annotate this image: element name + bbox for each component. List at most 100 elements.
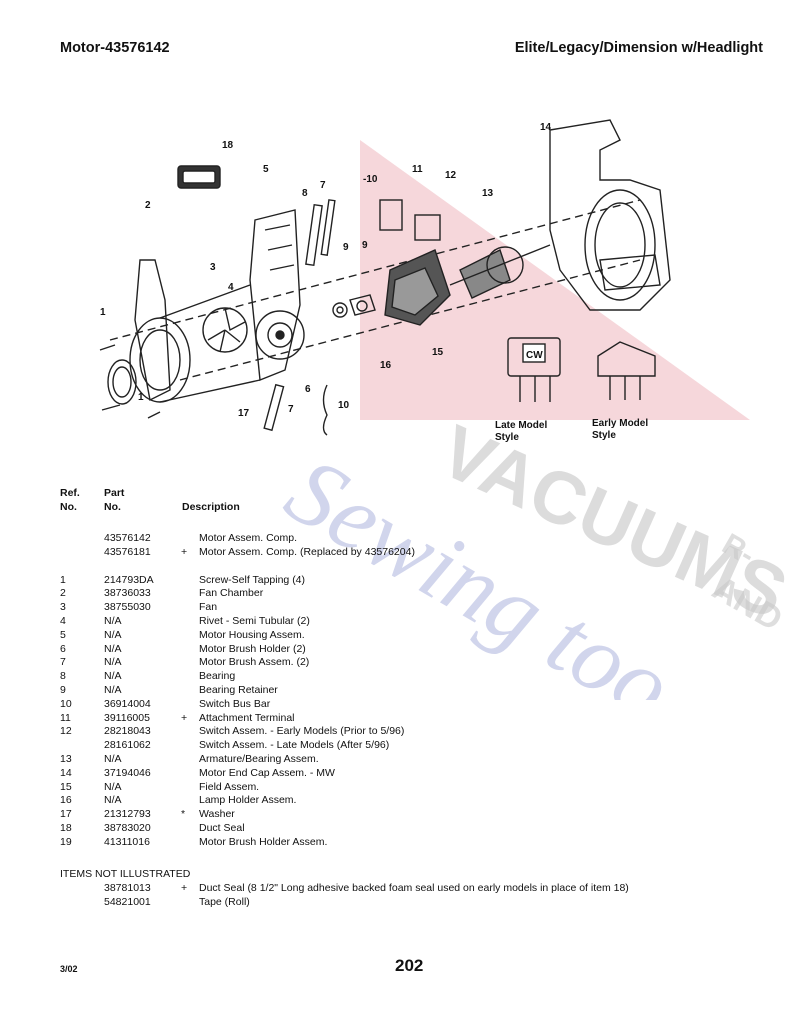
ref-cell: 6 — [60, 642, 66, 655]
col-ref-header: Ref. No. — [60, 486, 80, 514]
part-cell: N/A — [104, 752, 122, 765]
col-part-line2: No. — [104, 501, 121, 513]
mark-cell — [181, 670, 199, 684]
desc-cell: Lamp Holder Assem. — [199, 794, 297, 807]
callout-9b: 9 — [362, 240, 368, 251]
watermark-side1: R- — [717, 527, 761, 571]
callout-7b: 7 — [288, 404, 294, 415]
desc-cell: Motor Brush Holder (2) — [199, 642, 306, 655]
callout-13: 13 — [482, 188, 494, 199]
mark-cell — [181, 574, 199, 588]
ref-cell: 14 — [60, 766, 72, 779]
desc-cell: Tape (Roll) — [199, 895, 250, 908]
desc-cell: Armature/Bearing Assem. — [199, 752, 319, 765]
mark-cell — [181, 836, 199, 850]
part-cell: 37194046 — [104, 766, 151, 779]
switch-early-caption-1: Early Model — [592, 418, 648, 429]
table-row: 54821001 Tape (Roll) — [60, 896, 629, 910]
table-row: 43576142 Motor Assem. Comp. — [60, 532, 415, 546]
ref-cell: 17 — [60, 808, 72, 821]
desc-cell: Motor Assem. Comp. — [199, 532, 298, 544]
mark-cell — [181, 684, 199, 698]
desc-cell: Duct Seal (8 1/2" Long adhesive backed f… — [199, 882, 629, 894]
desc-cell: Washer — [199, 808, 235, 821]
mark-cell — [181, 601, 199, 615]
parts-table: 43576142 Motor Assem. Comp. 43576181 + M… — [60, 532, 415, 850]
callout-1a: 1 — [100, 307, 106, 318]
part-cell: 38755030 — [104, 601, 151, 614]
ref-cell: 12 — [60, 725, 72, 738]
switch-late-badge: CW — [526, 350, 543, 361]
callout-6: 6 — [305, 384, 311, 395]
part-cell: 28218043 — [104, 725, 151, 738]
desc-cell: Field Assem. — [199, 780, 260, 793]
page-header-models: Elite/Legacy/Dimension w/Headlight — [514, 40, 763, 56]
mark-cell — [181, 532, 199, 546]
switch-early-caption-2: Style — [592, 430, 616, 441]
mark-cell — [181, 767, 199, 781]
mark-cell — [181, 753, 199, 767]
part-cell: 38736033 — [104, 587, 151, 600]
part-cell: N/A — [104, 656, 122, 669]
ref-cell: 5 — [60, 628, 66, 641]
callout-16: 16 — [380, 360, 392, 371]
mark-cell — [181, 896, 199, 910]
desc-cell: Switch Assem. - Early Models (Prior to 5… — [199, 725, 405, 738]
callout-14: 14 — [540, 122, 552, 133]
ref-cell: 4 — [60, 614, 66, 627]
table-row: 18 38783020 Duct Seal — [60, 822, 415, 836]
table-row: 13 N/A Armature/Bearing Assem. — [60, 753, 415, 767]
callout-4: 4 — [228, 282, 234, 293]
ref-cell: 3 — [60, 601, 66, 614]
mark-cell: + — [181, 545, 188, 558]
ref-cell: 11 — [60, 711, 71, 724]
mark-cell — [181, 794, 199, 808]
ref-cell: 7 — [60, 656, 66, 669]
part-cell: 36914004 — [104, 697, 151, 710]
ref-cell: 2 — [60, 587, 66, 600]
part-cell: N/A — [104, 794, 122, 807]
ref-cell: 1 — [60, 573, 66, 586]
part-cell: 39116005 — [104, 711, 150, 724]
ref-cell: 10 — [60, 697, 72, 710]
ref-cell: 15 — [60, 780, 72, 793]
callout-9a: 9 — [343, 242, 349, 253]
exploded-motor-diagram: 18 5 8 7 -10 11 12 13 14 2 3 4 9 9 1 1 6… — [99, 119, 671, 443]
callout-15: 15 — [432, 347, 444, 358]
col-part-header: Part No. — [104, 486, 124, 514]
part-cell: 28161062 — [104, 739, 151, 752]
callout-8: 8 — [302, 188, 308, 199]
ref-cell: 19 — [60, 835, 72, 848]
callout-12: 12 — [445, 170, 457, 181]
part-cell: 214793DA — [104, 573, 154, 586]
watermark-side2: AND — [706, 569, 789, 639]
callout-2: 2 — [145, 200, 151, 211]
part-cell: N/A — [104, 614, 122, 627]
callout-18: 18 — [222, 140, 234, 151]
desc-cell: Rivet - Semi Tubular (2) — [199, 614, 310, 627]
part-cell: 43576142 — [104, 532, 151, 544]
desc-cell: Motor Housing Assem. — [199, 628, 305, 641]
desc-cell: Duct Seal — [199, 821, 245, 834]
table-row: 43576181 + Motor Assem. Comp. (Replaced … — [60, 546, 415, 560]
ref-cell: 13 — [60, 752, 72, 765]
callout-17: 17 — [238, 408, 250, 419]
desc-cell: Bearing Retainer — [199, 683, 278, 696]
desc-cell: Attachment Terminal — [199, 711, 295, 724]
mark-cell — [181, 822, 199, 836]
items-not-illustrated-title: ITEMS NOT ILLUSTRATED — [60, 868, 191, 880]
callout-5: 5 — [263, 164, 269, 175]
part-cell: 38783020 — [104, 821, 151, 834]
ref-cell: 18 — [60, 821, 72, 834]
mark-cell — [181, 781, 199, 795]
